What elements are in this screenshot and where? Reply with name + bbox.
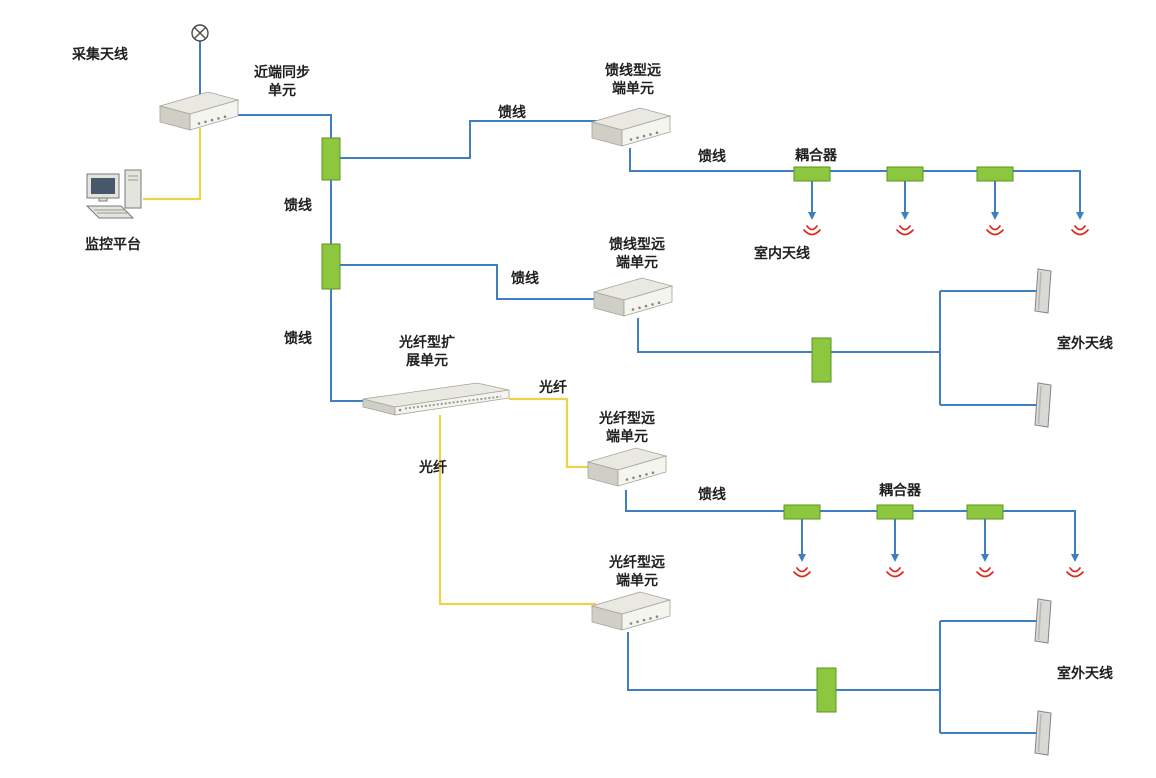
splitter2-to-expansion-line bbox=[330, 289, 367, 402]
monitor-link-line bbox=[143, 128, 202, 201]
feeder-remote-unit-mid-icon bbox=[593, 277, 673, 317]
indoor-antenna-icon bbox=[793, 543, 811, 578]
fiber-expansion-unit-icon bbox=[362, 382, 510, 416]
remote-top-indoor-bus-line bbox=[629, 148, 1081, 202]
feeder-label: 馈线 bbox=[284, 330, 312, 346]
fiber-upper-line bbox=[509, 397, 592, 469]
feeder-remote-unit-top-icon bbox=[591, 107, 671, 147]
coupler-box bbox=[976, 166, 1014, 182]
fiber-label: 光纤 bbox=[539, 379, 567, 395]
outdoor-antenna-label: 室外天线 bbox=[1057, 665, 1113, 681]
feeder-remote-unit-top-label: 馈线型远 端单元 bbox=[605, 62, 661, 96]
splitter1-to-remote-top-line bbox=[340, 120, 600, 159]
splitter-box bbox=[816, 667, 837, 713]
feeder-label: 馈线 bbox=[698, 148, 726, 164]
splitter-box bbox=[321, 243, 341, 290]
splitter-box bbox=[811, 337, 832, 383]
fiber-remote-to-splitter4-line bbox=[627, 632, 817, 691]
indoor-antenna-icon bbox=[976, 543, 994, 578]
indoor-antenna-icon bbox=[803, 201, 821, 236]
fiber-lower-line bbox=[438, 415, 596, 606]
near-unit-to-splitter1-line bbox=[237, 114, 332, 139]
monitor-platform-label: 监控平台 bbox=[85, 236, 141, 252]
outdoor-antenna-icon bbox=[1034, 598, 1052, 644]
fiber-label: 光纤 bbox=[419, 459, 447, 475]
remote-mid-to-splitter3-line bbox=[637, 318, 812, 353]
near-end-sync-unit-icon bbox=[159, 91, 239, 131]
near-end-sync-unit-label: 近端同步 单元 bbox=[254, 64, 310, 98]
coupler-box bbox=[886, 166, 924, 182]
feeder-label: 馈线 bbox=[698, 486, 726, 502]
outdoor-antenna-label: 室外天线 bbox=[1057, 335, 1113, 351]
coupler-box bbox=[783, 504, 821, 520]
coupler-box bbox=[793, 166, 831, 182]
fiber-remote-unit-lower-label: 光纤型远 端单元 bbox=[609, 554, 665, 588]
monitor-computer-icon bbox=[85, 169, 142, 219]
indoor-antenna-icon bbox=[886, 543, 904, 578]
collect-antenna-icon bbox=[191, 24, 209, 42]
outdoor-antenna-icon bbox=[1034, 268, 1052, 314]
outdoor-antenna-icon bbox=[1034, 710, 1052, 756]
indoor-antenna-icon bbox=[986, 201, 1004, 236]
coupler-label: 耦合器 bbox=[879, 482, 921, 498]
outdoor-antenna-icon bbox=[1034, 382, 1052, 428]
fiber-expansion-unit-label: 光纤型扩 展单元 bbox=[399, 334, 455, 368]
feeder-remote-unit-mid-label: 馈线型远 端单元 bbox=[609, 236, 665, 270]
indoor-antenna-label: 室内天线 bbox=[754, 245, 810, 261]
fiber-remote-indoor-bus-line bbox=[625, 490, 1076, 544]
splitter2-to-remote-mid-line bbox=[340, 264, 600, 300]
fiber-remote-unit-upper-label: 光纤型远 端单元 bbox=[599, 410, 655, 444]
fiber-remote-unit-lower-icon bbox=[591, 591, 671, 631]
feeder-label: 馈线 bbox=[511, 270, 539, 286]
coupler-box bbox=[876, 504, 914, 520]
indoor-antenna-icon bbox=[1066, 543, 1084, 578]
indoor-antenna-icon bbox=[896, 201, 914, 236]
splitter-box bbox=[321, 137, 341, 181]
feeder-label: 馈线 bbox=[284, 197, 312, 213]
coupler-label: 耦合器 bbox=[795, 147, 837, 163]
collect-antenna-label: 采集天线 bbox=[72, 46, 128, 62]
feeder-label: 馈线 bbox=[498, 104, 526, 120]
indoor-antenna-icon bbox=[1071, 201, 1089, 236]
coupler-box bbox=[966, 504, 1004, 520]
fiber-remote-unit-upper-icon bbox=[587, 447, 667, 487]
